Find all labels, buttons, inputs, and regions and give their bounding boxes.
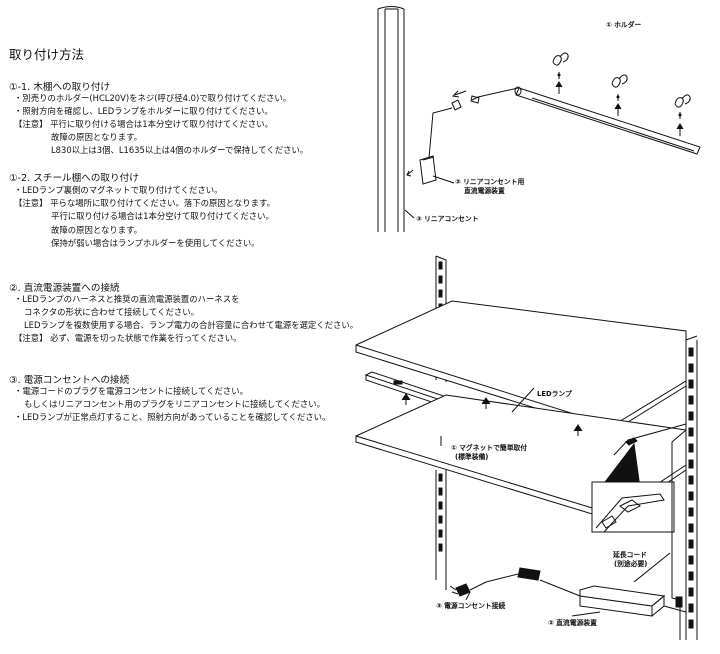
- extension-cord: [671, 429, 687, 640]
- arrow-icon: [406, 169, 414, 177]
- text-line: 保持が弱い場合はランプホルダーを使用してください。: [51, 238, 260, 248]
- text-line: L830以上は3個、L1635以上は4個のホルダーで保持してください。: [51, 145, 309, 155]
- module-cable: [428, 107, 453, 159]
- holder-icon: [611, 74, 628, 116]
- caution-line: 【注意】 平行に取り付ける場合は1本分空けて取り付けてください。: [14, 119, 273, 129]
- section-heading-power-unit: ②. 直流電源装置への接続: [9, 283, 120, 294]
- power-cable: [469, 573, 519, 591]
- connector-icon: [451, 99, 462, 111]
- text-line: ・電源コードのプラグを電源コンセントに接続してください。: [14, 386, 248, 396]
- caution-line: 【注意】 平らな場所に取り付けてください。落下の原因となります。: [14, 198, 275, 208]
- text-line: コネクタの形状に合わせて接続してください。: [24, 307, 200, 317]
- text-line: ・LEDランプのハーネスと推奨の直流電源装置のハーネスを: [14, 294, 240, 304]
- section-heading-outlet: ③. 電源コンセントへの接続: [9, 375, 130, 386]
- connector-icon: [470, 95, 480, 104]
- linear-power-label: 直流電源装置: [464, 187, 505, 195]
- text-line: 平行に取り付ける場合は1本分空けて取り付けてください。: [51, 211, 274, 221]
- connector-icon: [675, 596, 683, 608]
- lamp-cable: [471, 87, 519, 101]
- extension-cord-label: (別途必要): [614, 560, 648, 568]
- led-lamp-label: LEDランプ: [537, 390, 572, 398]
- extension-cord-label: 延長コード: [613, 551, 647, 559]
- plug-icon: [449, 583, 471, 597]
- text-line: 故障の原因となります。: [51, 225, 143, 235]
- page-title: 取り付け方法: [9, 47, 85, 62]
- power-unit-label: ② 直流電源装置: [548, 619, 597, 627]
- up-arrow-icon: [573, 424, 583, 436]
- up-arrow-icon: [401, 393, 411, 405]
- arrow-icon: [451, 90, 467, 98]
- wood-shelf-post: [377, 6, 405, 232]
- text-line: ・照射方向を確認し、LEDランプをホルダーに取り付けてください。: [14, 106, 273, 116]
- up-arrow-icon: [481, 397, 491, 409]
- power-cable: [539, 579, 581, 597]
- section-heading-steel-shelf: ①-2. スチール棚への取り付け: [9, 173, 139, 184]
- caution-line: 【注意】 必ず、電源を切った状態で作業を行ってください。: [14, 333, 242, 343]
- holder-icon: [674, 94, 691, 136]
- text-line: 故障の原因となります。: [51, 132, 143, 142]
- text-line: LEDランプを複数使用する場合、ランプ電力の合計容量に合わせて電源を選定ください…: [24, 320, 359, 330]
- dc-power-unit: [579, 585, 666, 617]
- magnet-detail-inset: [591, 481, 675, 533]
- linear-power-module: [419, 155, 437, 185]
- outlet-label: ③ 電源コンセント接続: [436, 602, 506, 610]
- led-lamp-bar-top: [514, 86, 701, 155]
- linear-outlet-label: ③ リニアコンセント: [416, 215, 479, 223]
- text-line: もしくはリニアコンセント用のプラグをリニアコンセントに接続してください。: [24, 399, 325, 409]
- steel-upright-right: [685, 335, 698, 640]
- linear-power-label: ② リニアコンセント用: [455, 178, 525, 186]
- text-line: ・LEDランプ裏側のマグネットで取り付けてください。: [14, 185, 223, 195]
- holder-label: ① ホルダー: [606, 21, 642, 29]
- holder-icon: [552, 52, 569, 94]
- text-line: ・別売りのホルダー(HCL20V)をネジ(呼び径4.0)で取り付けてください。: [14, 93, 292, 103]
- lamp-cable: [613, 423, 687, 456]
- text-line: ・LEDランプが正常点灯すること、照射方向があっていることを確認してください。: [14, 412, 331, 422]
- inline-connector: [517, 567, 541, 581]
- section-heading-wood-shelf: ①-1. 木棚への取り付け: [9, 82, 111, 93]
- magnet-label: ① マグネットで簡単取付: [451, 444, 528, 452]
- connector-icon: [625, 437, 638, 446]
- magnet-label: (標準装備): [455, 453, 489, 461]
